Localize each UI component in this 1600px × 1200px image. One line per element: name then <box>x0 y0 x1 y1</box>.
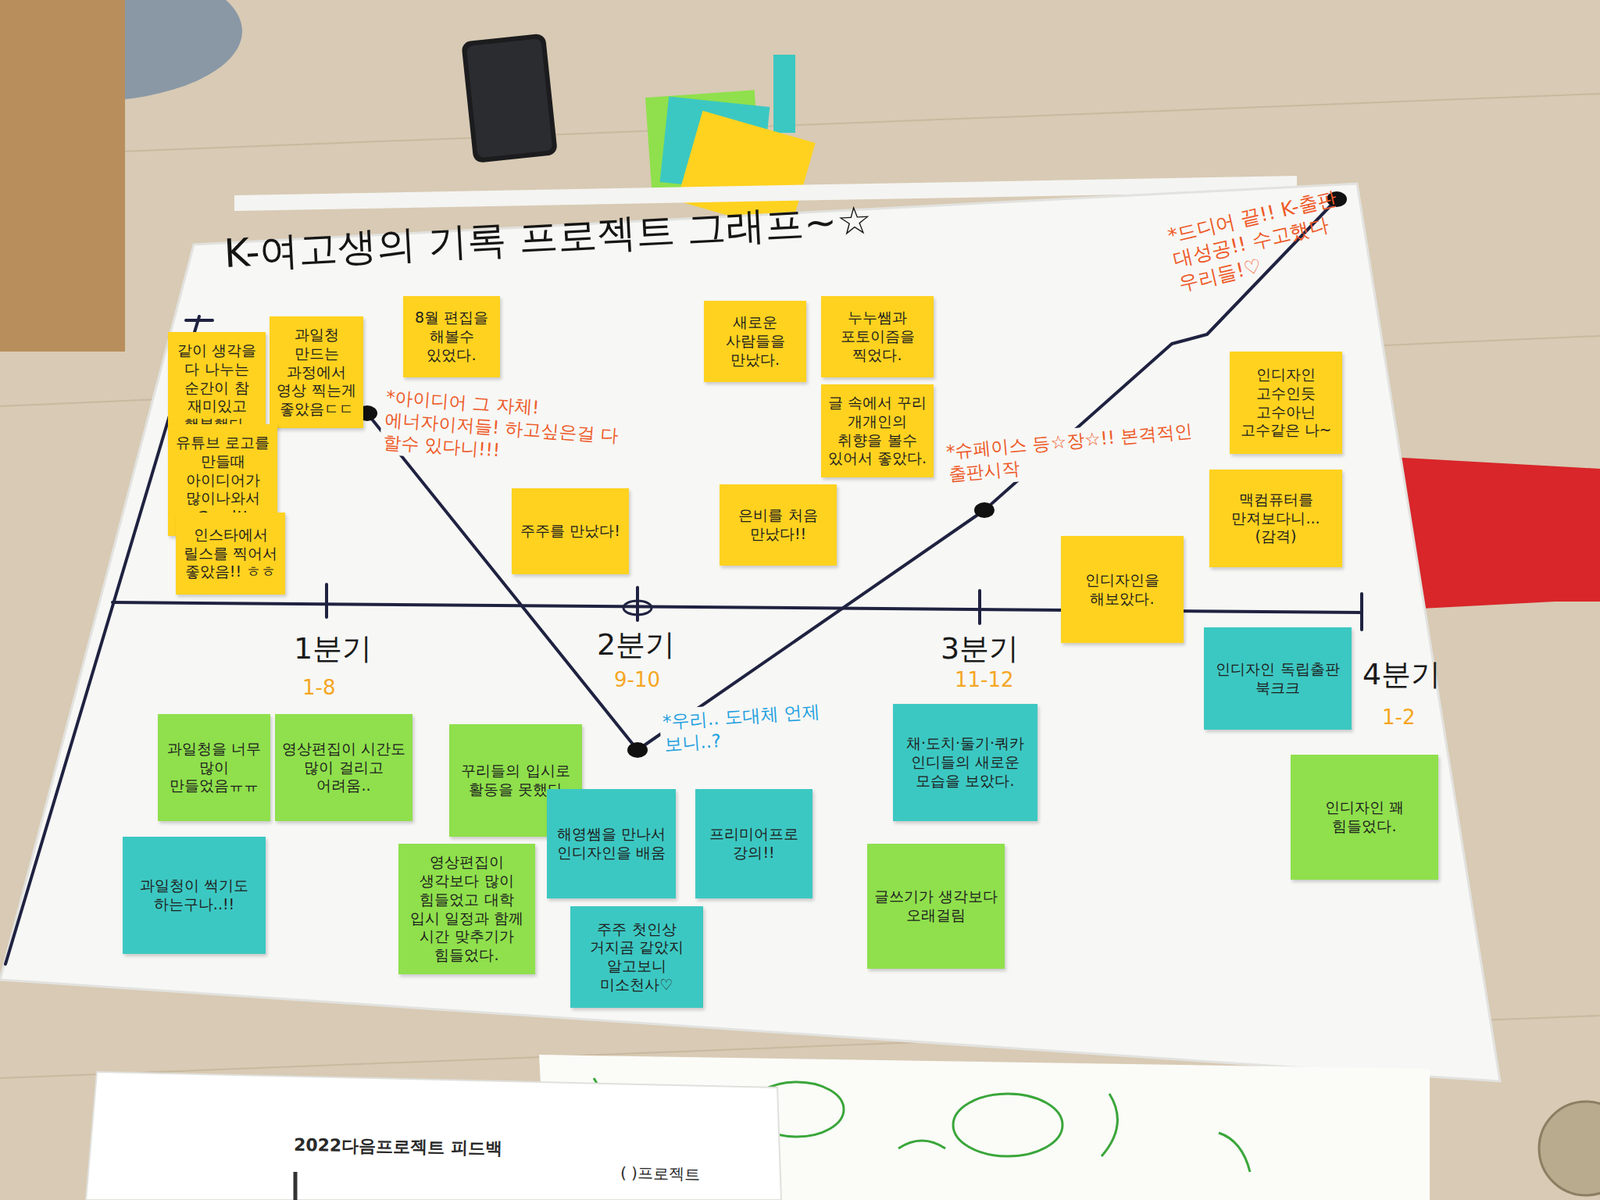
sticky-note: 영상편집이 시간도 많이 걸리고 어려움.. <box>275 714 413 822</box>
sticky-note: 과일청을 너무 많이 만들었음ㅠㅠ <box>157 714 271 822</box>
note-text: 과일청이 썩기도 하는구나..!! <box>128 876 260 915</box>
sticky-note: 은비를 처음 만났다!! <box>719 484 837 566</box>
note-text: 인디자인 독립출판 북크크 <box>1210 660 1346 698</box>
note-text: 새로운 사람들을 만났다. <box>710 313 800 369</box>
note-text: 주주 첫인상 거지곰 같았지 알고보니 미소천사♡ <box>576 920 697 995</box>
sticky-note: 인디자인을 해보았다. <box>1060 535 1184 643</box>
sticky-note: 인디자인 독립출판 북크크 <box>1203 627 1352 730</box>
note-text: 글 속에서 꾸리 개개인의 취향을 볼수 있어서 좋았다. <box>827 393 928 468</box>
sticky-note: 프리미어프로 강의!! <box>695 789 813 899</box>
note-text: 글쓰기가 생각보다 오래걸림 <box>873 887 999 925</box>
axis-label: 4분기 <box>1359 654 1444 696</box>
note-text: 채·도치·둘기·쿼카 인디들의 새로운 모습을 보았다. <box>899 734 1032 790</box>
axes <box>5 316 1362 965</box>
note-text: 과일청 만드는 과정에서 영상 찍는게 좋았음ㄷㄷ <box>275 325 358 419</box>
axis-label: 9-10 <box>610 665 664 695</box>
sticky-note: 영상편집이 생각보다 많이 힘들었고 대학 입시 일정과 함께 시간 맞추기가 … <box>398 843 536 975</box>
note-text: 영상편집이 생각보다 많이 힘들었고 대학 입시 일정과 함께 시간 맞추기가 … <box>404 853 529 965</box>
paper-mark <box>293 1171 298 1200</box>
note-text: 인디자인 꽤 힘들었다. <box>1296 798 1433 836</box>
sticky-note: 글쓰기가 생각보다 오래걸림 <box>867 843 1005 969</box>
sticky-note: 주주를 만났다! <box>511 488 629 575</box>
note-text: 인디자인을 해보았다. <box>1067 571 1178 609</box>
axis-label: 1-2 <box>1378 703 1418 733</box>
note-text: 인스타에서 릴스를 찍어서 좋았음!! ㅎㅎ <box>182 525 279 582</box>
axis-label: 1-8 <box>299 673 339 703</box>
phone <box>460 33 558 164</box>
note-text: 해영쌤을 만나서 인디자인을 배움 <box>553 825 670 863</box>
sticky-note: 글 속에서 꾸리 개개인의 취향을 볼수 있어서 좋았다. <box>821 384 934 478</box>
axis-label: 11-12 <box>951 665 1018 695</box>
axis-label: 2분기 <box>593 625 679 666</box>
cup <box>1539 1101 1600 1196</box>
axis-label: 1분기 <box>290 628 375 670</box>
note-text: 은비를 처음 만났다!! <box>725 506 831 544</box>
paper-text: 2022다음프로젝트 피드백 <box>290 1132 506 1161</box>
sticky-note: 해영쌤을 만나서 인디자인을 배움 <box>546 789 676 899</box>
paper-bag <box>0 0 125 352</box>
sticky-note: 8월 편집을 해볼수 있었다. <box>403 296 500 378</box>
note-text: 맥컴퓨터를 만져보다니... (감격) <box>1215 490 1336 547</box>
sticky-note: 인디자인 고수인듯 고수아닌 고수같은 나~ <box>1229 351 1343 454</box>
note-text: 프리미어프로 강의!! <box>701 825 807 863</box>
sticky-note: 맥컴퓨터를 만져보다니... (감격) <box>1209 469 1343 568</box>
note-text: 과일청을 너무 많이 만들었음ㅠㅠ <box>164 739 265 796</box>
sticky-note: 채·도치·둘기·쿼카 인디들의 새로운 모습을 보았다. <box>892 703 1038 822</box>
sticky-note: 과일청 만드는 과정에서 영상 찍는게 좋았음ㄷㄷ <box>269 316 364 429</box>
note-text: 주주를 만났다! <box>520 521 621 541</box>
poster-board <box>0 183 1500 1082</box>
note-text: 8월 편집을 해볼수 있었다. <box>409 308 494 365</box>
sticky-note: 새로운 사람들을 만났다. <box>703 300 807 383</box>
note-text: 인디자인 고수인듯 고수아닌 고수같은 나~ <box>1235 365 1336 440</box>
paper-text: ( )프로젝트 <box>617 1161 704 1186</box>
axis-label: 3분기 <box>937 628 1022 670</box>
tick-scribble <box>623 600 652 615</box>
note-text: 같이 생각을 다 나누는 순간이 참 재미있고 행복했다. <box>174 341 260 435</box>
sticky-note: 누누쌤과 포토이즘을 찍었다. <box>821 296 934 378</box>
sticky-note: 과일청이 썩기도 하는구나..!! <box>122 836 266 954</box>
sticky-note: 인스타에서 릴스를 찍어서 좋았음!! ㅎㅎ <box>175 512 286 595</box>
feedback-paper <box>85 1071 782 1200</box>
sticky-note: 주주 첫인상 거지곰 같았지 알고보니 미소천사♡ <box>570 906 704 1008</box>
sticky-note: 인디자인 꽤 힘들었다. <box>1290 754 1439 880</box>
note-text: 영상편집이 시간도 많이 걸리고 어려움.. <box>281 739 407 796</box>
note-text: 누누쌤과 포토이즘을 찍었다. <box>827 308 928 365</box>
